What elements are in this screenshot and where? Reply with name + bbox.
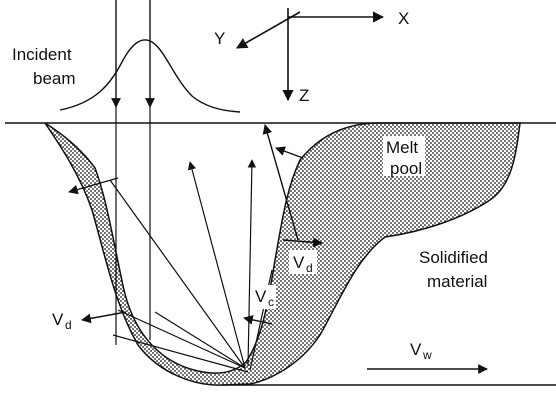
ray-1 xyxy=(109,179,246,369)
ray-5 xyxy=(187,161,246,369)
vd-upper-arrow xyxy=(282,237,323,248)
solidified-label-line1: Solidified xyxy=(419,248,488,267)
reflected-rays xyxy=(109,159,273,373)
vc-label-sub: c xyxy=(268,295,274,309)
melt-pool-label: Melt pool xyxy=(383,136,425,178)
evaporation-arrow-left xyxy=(68,177,119,195)
vc-label-main: V xyxy=(255,287,267,306)
x-axis-label: X xyxy=(398,9,409,28)
y-axis-arrow xyxy=(236,11,301,49)
incident-beam-label-line2: beam xyxy=(33,69,76,88)
melt-pool-label-line2: pool xyxy=(390,159,422,178)
ray-2 xyxy=(117,309,246,369)
melt-pool-label-line1: Melt xyxy=(386,138,418,157)
incident-beam-label-line1: Incident xyxy=(12,45,72,64)
vc-label-bg xyxy=(252,285,276,309)
vc-lower-arrow xyxy=(243,315,273,325)
solidified-label-line2: material xyxy=(427,272,487,291)
vd-upper-label-main: V xyxy=(293,253,305,272)
y-axis-label: Y xyxy=(214,29,225,48)
ray-3 xyxy=(154,311,246,369)
vw-label-main: V xyxy=(410,340,422,359)
vc-label: V c xyxy=(252,285,276,309)
ray-6 xyxy=(247,159,257,367)
beam-penetration-lines xyxy=(115,107,151,345)
gaussian-intensity-profile xyxy=(59,39,241,113)
coordinate-axes xyxy=(236,8,385,102)
incident-beam xyxy=(59,0,241,113)
vc-arrow xyxy=(262,124,299,241)
vd-upper-label-sub: d xyxy=(306,261,313,275)
vd-lower-label: V d xyxy=(52,310,72,332)
vd-lower-label-main: V xyxy=(52,310,64,329)
vw-label-sub: w xyxy=(422,348,432,362)
melt-pool-label-bg xyxy=(383,136,425,176)
vd-lower-arrow xyxy=(81,311,127,324)
z-axis-label: Z xyxy=(299,86,309,105)
evaporation-arrow-top xyxy=(275,146,304,159)
ray-4 xyxy=(112,334,249,373)
vd-lower-label-sub: d xyxy=(65,318,72,332)
velocity-arrows xyxy=(68,124,488,374)
vd-upper-label-bg xyxy=(289,250,317,274)
vw-label: V w xyxy=(410,340,432,362)
vd-upper-label: V d xyxy=(289,250,317,275)
